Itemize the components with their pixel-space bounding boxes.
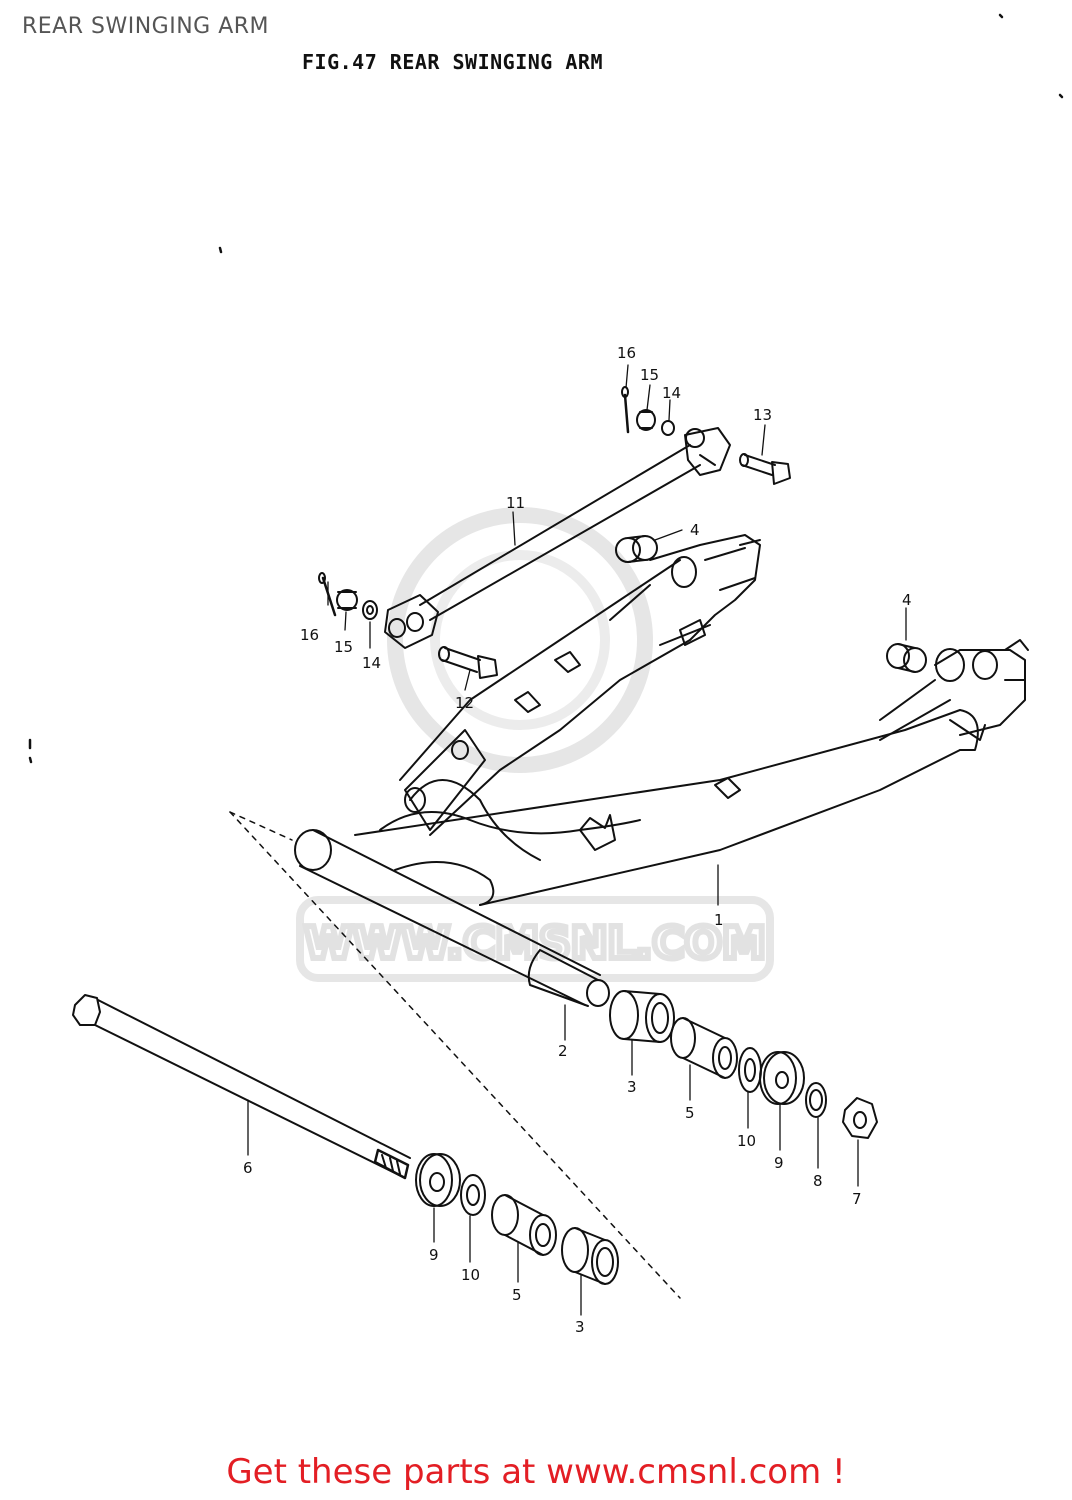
callout-2: 2	[558, 1042, 568, 1060]
bushing-4-left	[615, 535, 658, 563]
callout-1: 1	[714, 911, 724, 929]
needle-bearing-3-right	[609, 990, 675, 1043]
figure-title: FIG.47 REAR SWINGING ARM	[302, 50, 603, 74]
washer-9-right	[759, 1051, 805, 1105]
seal-10-right	[738, 1047, 762, 1093]
watermark-text: WWW.CMSNL.COM	[304, 918, 766, 969]
nut-7	[842, 1097, 878, 1139]
pivot-shaft	[72, 994, 411, 1180]
assembly-dashed-outline	[229, 811, 681, 1299]
callout-5-left: 5	[512, 1286, 522, 1304]
washer-8	[805, 1082, 827, 1118]
callout-16-top: 16	[617, 344, 636, 362]
callout-11: 11	[506, 494, 525, 512]
callout-14-left: 14	[362, 654, 381, 672]
callout-8: 8	[813, 1172, 823, 1190]
callout-13: 13	[753, 406, 772, 424]
hardware-upper	[621, 386, 675, 436]
scan-specks	[28, 13, 1064, 764]
washer-9-left	[415, 1153, 461, 1207]
callout-10-right: 10	[737, 1132, 756, 1150]
callout-9-right: 9	[774, 1154, 784, 1172]
swing-arm	[294, 534, 1029, 1007]
callout-4-left: 4	[690, 521, 700, 539]
callout-4-right: 4	[902, 591, 912, 609]
callout-15-left: 15	[334, 638, 353, 656]
spacer-5-right	[670, 1017, 738, 1079]
needle-bearing-3-left	[561, 1227, 619, 1285]
bushing-4-right	[886, 643, 927, 673]
spacer-5-left	[491, 1194, 557, 1256]
callout-7: 7	[852, 1190, 862, 1208]
footer-shop-link[interactable]: Get these parts at www.cmsnl.com !	[226, 1452, 846, 1492]
hardware-left	[318, 572, 378, 620]
bolt-13	[739, 453, 791, 485]
callout-3-left: 3	[575, 1318, 585, 1336]
callout-14-top: 14	[662, 384, 681, 402]
callout-5-right: 5	[685, 1104, 695, 1122]
seal-10-left	[460, 1174, 486, 1216]
bolt-12	[438, 646, 498, 679]
page-title: REAR SWINGING ARM	[22, 14, 270, 39]
callout-6: 6	[243, 1159, 253, 1177]
callout-15-top: 15	[640, 366, 659, 384]
callout-9-left: 9	[429, 1246, 439, 1264]
callout-16-left: 16	[300, 626, 319, 644]
callout-10-left: 10	[461, 1266, 480, 1284]
torque-link	[384, 427, 731, 649]
callout-3-right: 3	[627, 1078, 637, 1096]
callout-12: 12	[455, 694, 474, 712]
leader-lines	[247, 364, 907, 1316]
callout-labels: 16 15 14 13 11 4 4 16 15 14 12 1 2 3 5 1…	[243, 344, 912, 1336]
